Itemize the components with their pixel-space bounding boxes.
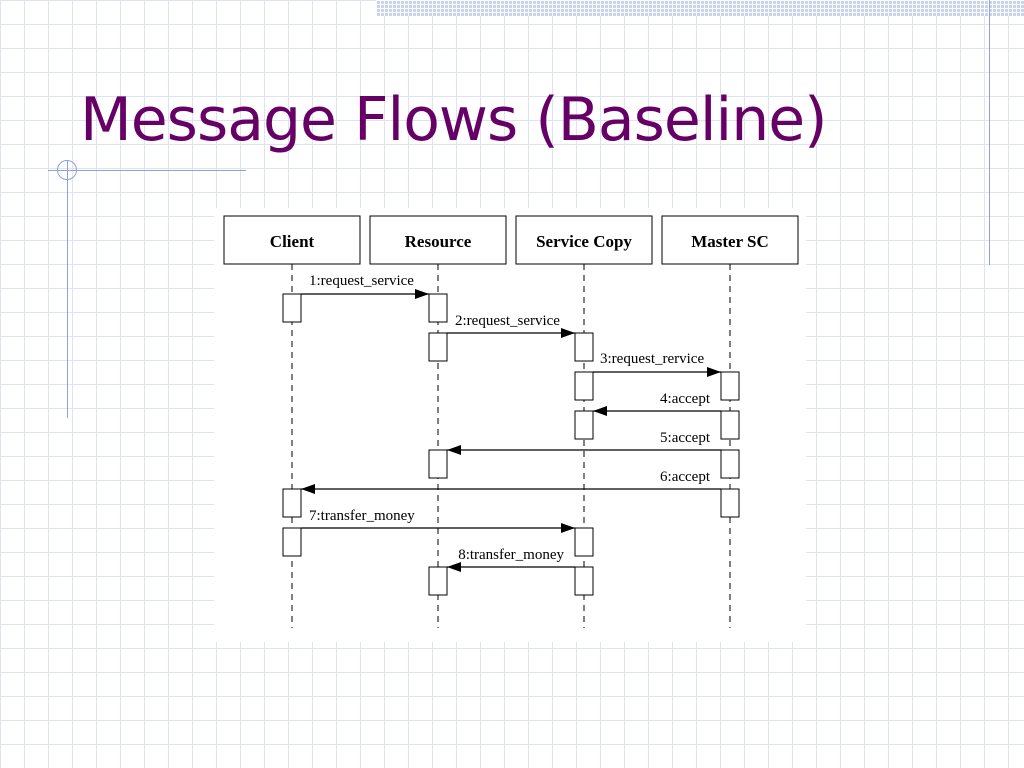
message-label-8: 8:transfer_money [458, 547, 564, 563]
activation-box [720, 371, 740, 401]
message-label-4: 4:accept [660, 391, 711, 407]
activation-box [428, 293, 448, 323]
activation-box [574, 566, 594, 596]
activation-box [720, 488, 740, 518]
activation-box [282, 293, 302, 323]
message-label-3: 3:request_rervice [600, 351, 704, 367]
message-label-2: 2:request_service [455, 313, 560, 329]
participant-service-copy: Service Copy [515, 215, 653, 265]
participant-label: Master SC [691, 232, 769, 251]
activation-box [282, 488, 302, 518]
message-label-6: 6:accept [660, 469, 711, 485]
title-underline-rule [48, 170, 246, 171]
participant-master-sc: Master SC [661, 215, 799, 265]
participant-label: Client [270, 232, 315, 251]
activation-box [574, 527, 594, 557]
activation-box [574, 371, 594, 401]
participant-resource: Resource [369, 215, 507, 265]
sequence-diagram-canvas: Client Resource Service Copy Master SC [223, 215, 799, 628]
message-label-1: 1:request_service [309, 273, 414, 289]
message-label-5: 5:accept [660, 430, 711, 446]
participant-client: Client [223, 215, 361, 265]
activation-box [428, 332, 448, 362]
rule-crosshair-circle [57, 160, 77, 180]
sequence-diagram: Client Resource Service Copy Master SC [214, 208, 806, 642]
participant-label: Resource [405, 232, 472, 251]
decorative-rule-right [989, 0, 990, 265]
activation-box [574, 410, 594, 440]
participant-label: Service Copy [536, 232, 632, 251]
activation-box [428, 566, 448, 596]
decorative-rule-left [67, 160, 68, 418]
message-label-7: 7:transfer_money [309, 508, 415, 524]
activation-box [282, 527, 302, 557]
slide-title: Message Flows (Baseline) [80, 85, 828, 155]
activation-box [720, 449, 740, 479]
header-pattern-band [376, 0, 1024, 16]
activation-box [428, 449, 448, 479]
activation-box [720, 410, 740, 440]
activation-box [574, 332, 594, 362]
